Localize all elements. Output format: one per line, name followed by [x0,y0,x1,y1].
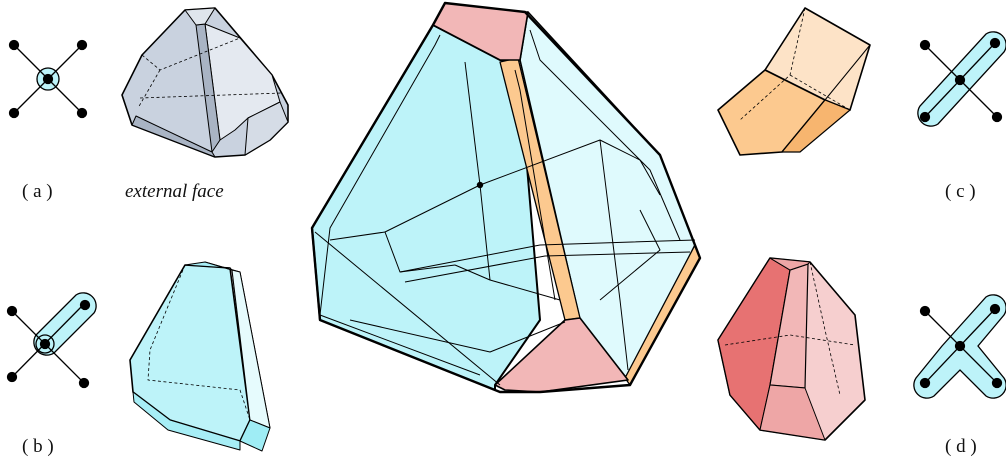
graph-b [8,293,97,388]
graph-c [918,32,1006,126]
label-external-face: external face [125,181,224,202]
polytope-a-gray [122,8,288,157]
central-vertex [477,182,483,188]
polytope-b-cyan [130,262,270,451]
polytope-central [312,3,700,392]
graph-d [914,295,1006,398]
label-d: ( d ) [945,436,977,457]
label-a: ( a ) [22,181,53,202]
polytope-c-orange [718,8,870,155]
graph-a [10,41,87,118]
polytope-d-salmon [718,258,865,440]
label-b: ( b ) [22,436,54,457]
label-c: ( c ) [945,181,976,202]
